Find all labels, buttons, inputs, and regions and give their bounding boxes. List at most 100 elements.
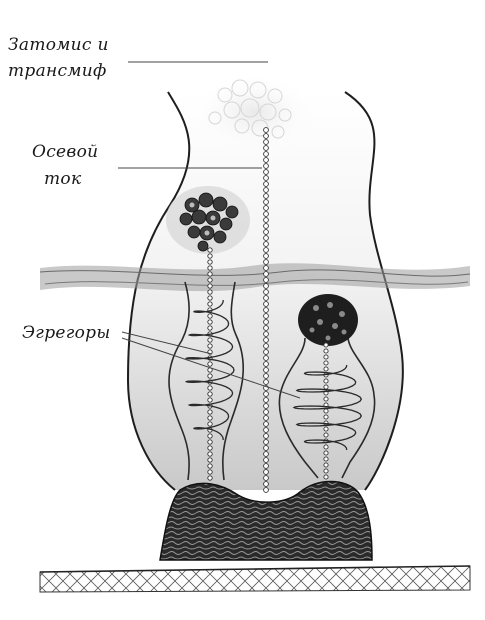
chain-bead [264,428,269,433]
chain-bead [264,332,269,337]
chain-bead [264,458,269,463]
chain-bead [324,463,328,467]
chain-bead [208,302,212,306]
chain-bead [264,464,269,469]
chain-bead [208,434,212,438]
chain-bead [208,464,212,468]
chain-bead [264,446,269,451]
chain-bead [208,272,212,276]
chain-bead [208,392,212,396]
chain-bead [264,284,269,289]
chain-bead [208,284,212,288]
chain-bead [264,272,269,277]
chain-bead [208,254,212,258]
chain-bead [324,433,328,437]
chain-bead [264,374,269,379]
chain-bead [264,434,269,439]
chain-bead [264,254,269,259]
chain-bead [264,482,269,487]
chain-bead [264,290,269,295]
chain-bead [264,368,269,373]
chain-bead [264,398,269,403]
chain-bead [324,367,328,371]
chain-bead [264,296,269,301]
chain-bead [264,350,269,355]
chain-bead [264,320,269,325]
chain-bead [264,326,269,331]
chain-bead [264,236,269,241]
chain-bead [264,176,269,181]
chain-bead [264,488,269,493]
chain-bead [208,248,212,252]
chain-bead [264,476,269,481]
chain-bead [264,470,269,475]
chain-bead [208,344,212,348]
chain-bead [264,338,269,343]
chain-bead [324,385,328,389]
chain-bead [208,290,212,294]
chain-bead [264,140,269,145]
chain-bead [264,344,269,349]
chain-bead [208,440,212,444]
chain-bead [324,415,328,419]
label-zatomis-line1: Затомис и [8,35,109,55]
right-egregor-cluster [298,294,358,346]
chain-bead [264,302,269,307]
chain-bead [264,128,269,133]
chain-bead [324,409,328,413]
chain-bead [264,248,269,253]
chain-bead [264,308,269,313]
chain-bead [208,320,212,324]
chain-bead [264,410,269,415]
chain-bead [264,392,269,397]
chain-bead [264,194,269,199]
rocky-base [160,482,372,561]
chain-bead [264,134,269,139]
chain-bead [264,212,269,217]
chain-bead [264,242,269,247]
label-axial-line2: ток [44,169,82,189]
chain-bead [208,362,212,366]
chain-bead [264,206,269,211]
chain-bead [264,230,269,235]
chain-bead [208,266,212,270]
chain-bead [208,374,212,378]
chain-bead [208,260,212,264]
right-axial-chain [324,343,328,479]
chain-bead [324,445,328,449]
chain-bead [208,458,212,462]
chain-bead [324,427,328,431]
chain-bead [264,452,269,457]
chain-bead [208,326,212,330]
left-egregor-cluster [166,186,250,254]
chain-bead [324,469,328,473]
chain-bead [264,380,269,385]
chain-bead [324,475,328,479]
chain-bead [208,470,212,474]
chain-bead [324,349,328,353]
chain-bead [264,440,269,445]
chain-bead [208,338,212,342]
chain-bead [264,266,269,271]
chain-bead [264,188,269,193]
chain-bead [264,422,269,427]
chain-bead [264,218,269,223]
chain-bead [264,362,269,367]
chain-bead [208,452,212,456]
chain-bead [264,278,269,283]
chain-bead [208,416,212,420]
chain-bead [208,386,212,390]
chain-bead [208,422,212,426]
chain-bead [208,278,212,282]
chain-bead [324,457,328,461]
label-egregors: Эгрегоры [22,323,111,343]
chain-bead [264,314,269,319]
chain-bead [324,451,328,455]
upper-cloud [193,72,317,152]
chain-bead [264,158,269,163]
chain-bead [324,379,328,383]
cloud-band [40,263,470,291]
chain-bead [264,182,269,187]
chain-bead [264,146,269,151]
